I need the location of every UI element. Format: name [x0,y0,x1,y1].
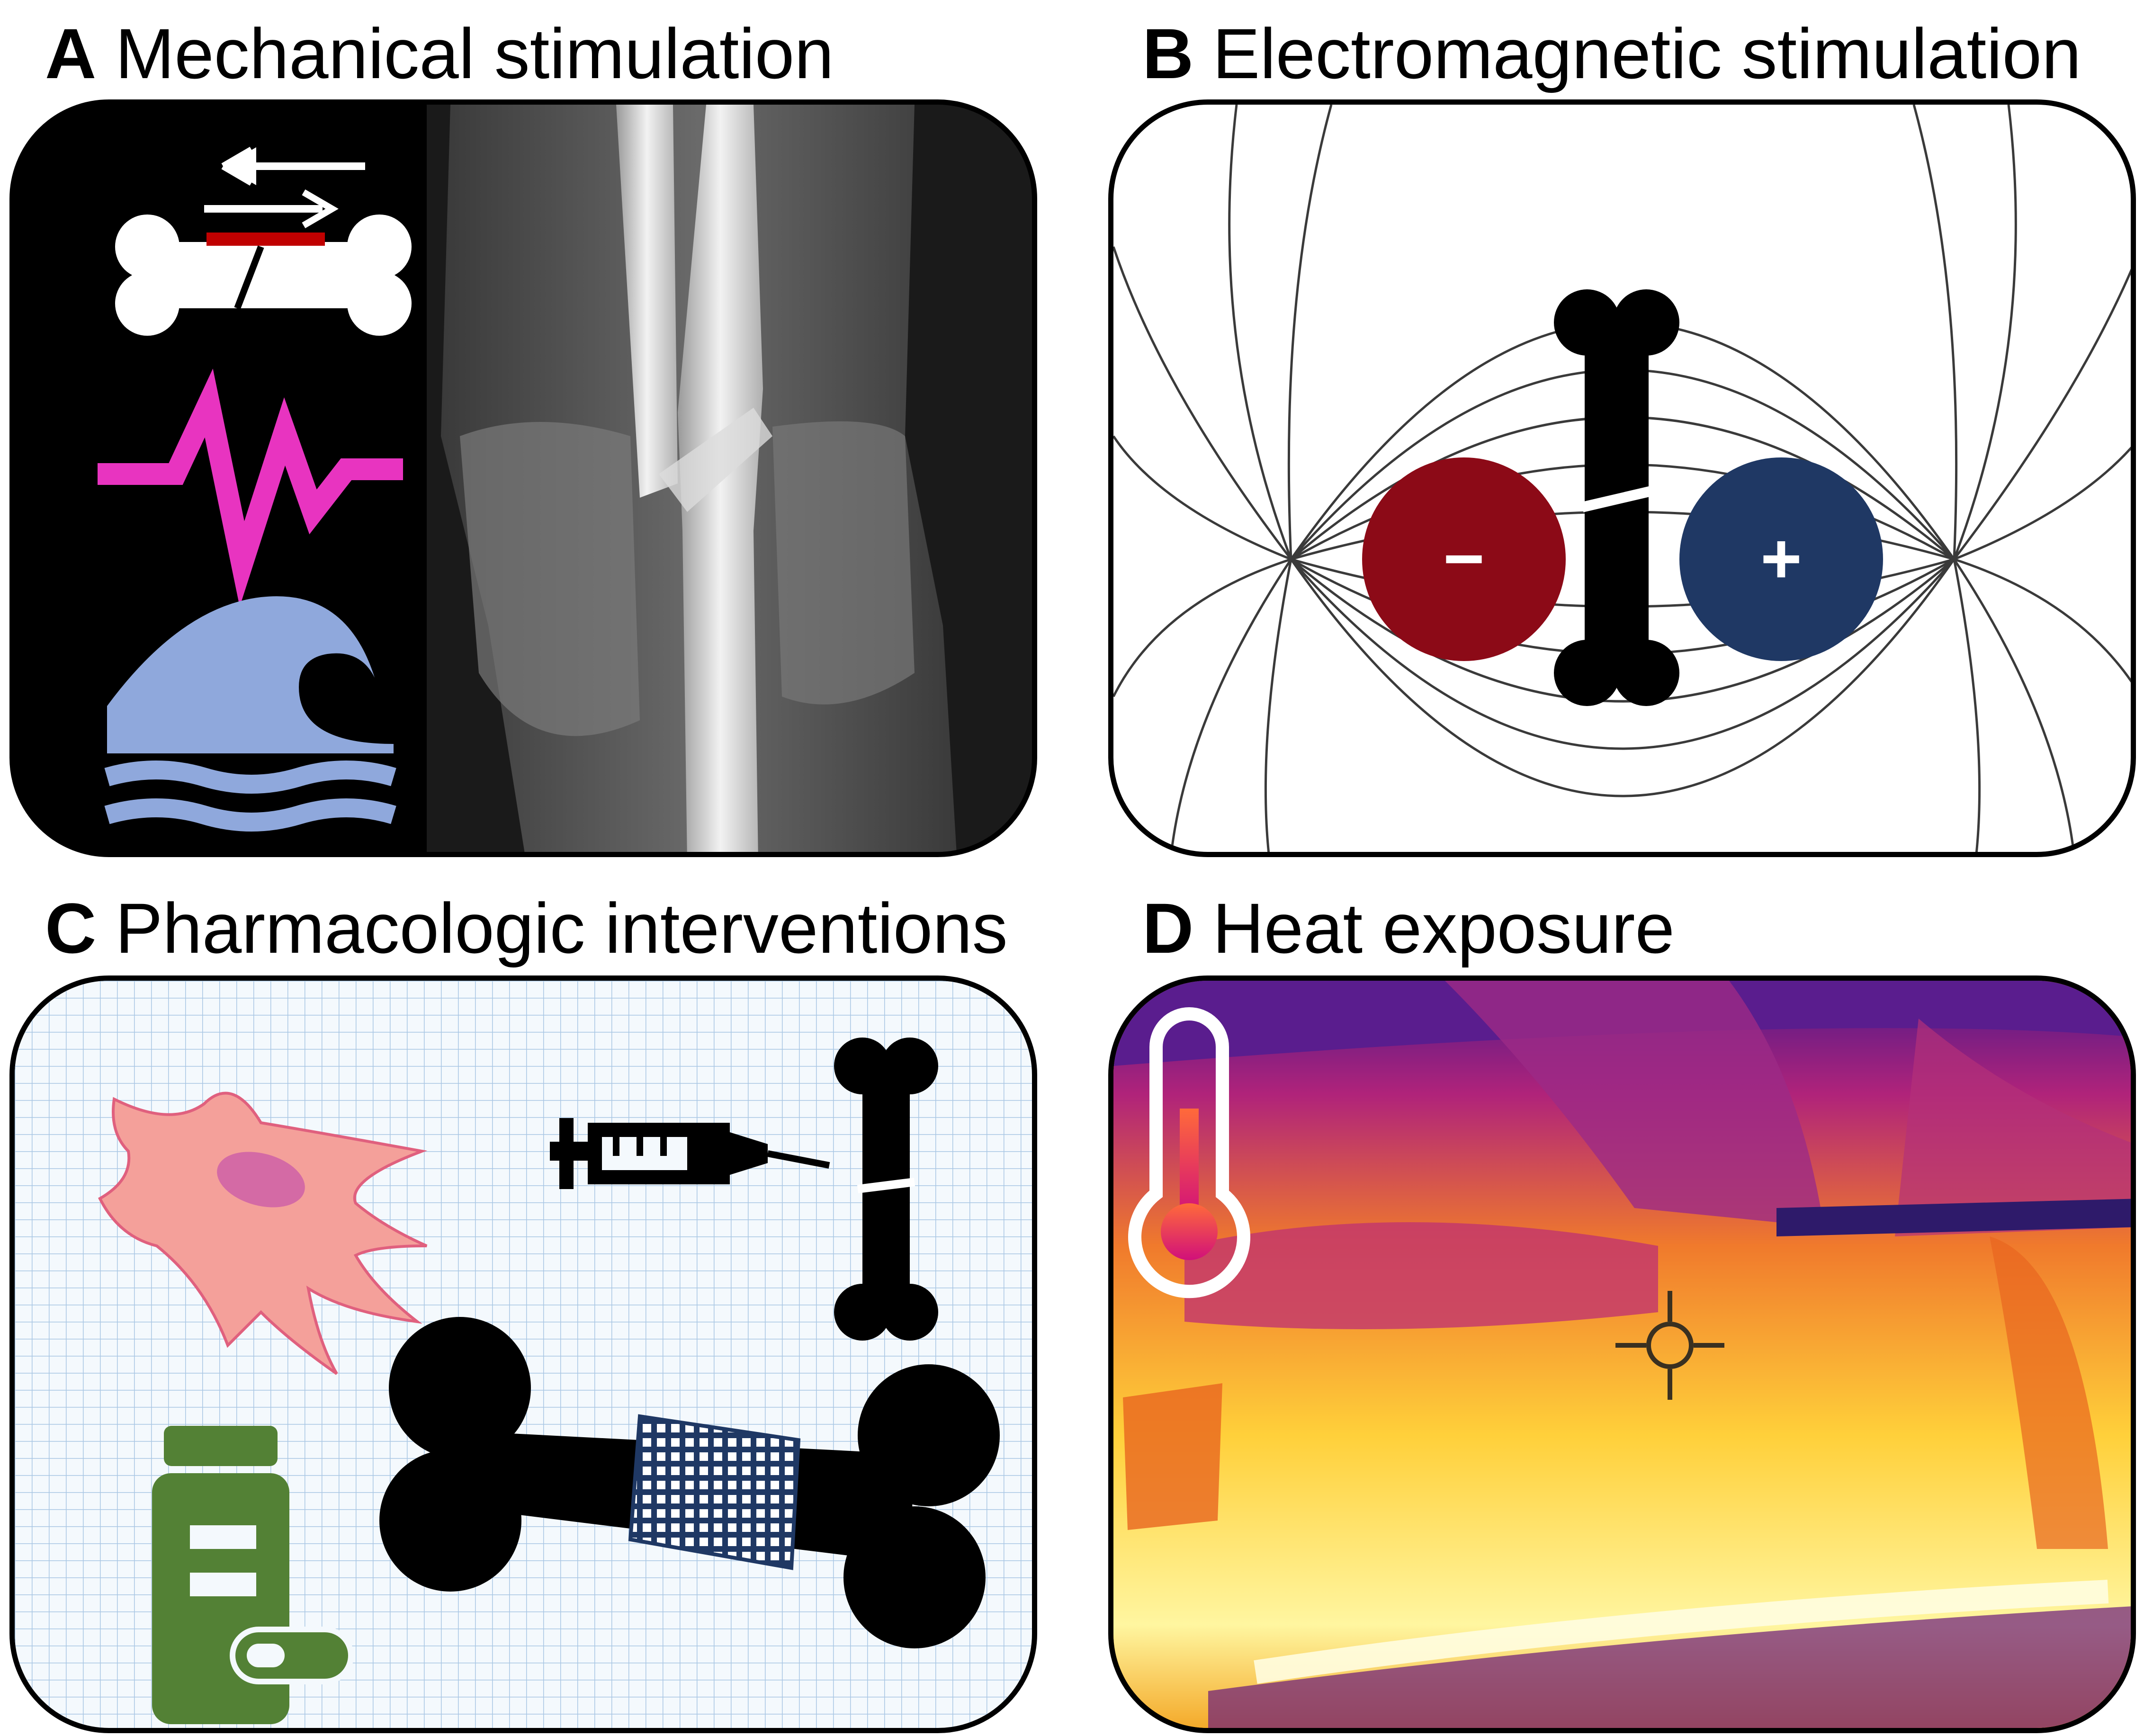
xray-image [427,105,1032,852]
panel-d-letter: D [1142,888,1194,968]
stem-cell-icon [98,1092,428,1375]
panel-c-letter: C [45,888,97,968]
panel-b-label: Electromagnetic stimulation [1212,14,2081,93]
panel-d-label: Heat exposure [1212,888,1675,968]
panel-mechanical-stimulation [9,99,1037,857]
thermometer-icon [1128,1007,1250,1298]
panel-c-label: Pharmacologic interventions [115,888,1008,968]
panel-a-label: Mechanical stimulation [115,14,834,93]
panel-a-letter: A [45,14,97,93]
panel-a-art [98,105,1032,852]
scaffold-bone-icon [379,1317,1000,1648]
thermal-image [1113,981,2131,1728]
vibration-icon [98,368,403,607]
positive-charge [1679,457,1883,661]
bone-icon [1554,289,1679,706]
pill-bottle-icon [152,1426,354,1724]
negative-charge [1362,457,1566,661]
negative-sign: − [1443,519,1485,598]
panel-b-art: − + [1113,105,2131,852]
panel-heat-exposure [1108,975,2136,1733]
panel-c-art [15,981,1032,1728]
crosshair-icon [1615,1291,1724,1400]
syringe-icon [550,1118,830,1189]
panel-d-art [1113,981,2131,1728]
shear-force-bone-icon [115,146,412,336]
panel-b-letter: B [1142,14,1194,93]
bone-icon-vertical [834,1038,938,1341]
wave-icon [104,596,396,832]
panel-pharmacologic-interventions [9,975,1037,1733]
panel-electromagnetic-stimulation: − + [1108,99,2136,857]
positive-sign: + [1760,519,1802,598]
